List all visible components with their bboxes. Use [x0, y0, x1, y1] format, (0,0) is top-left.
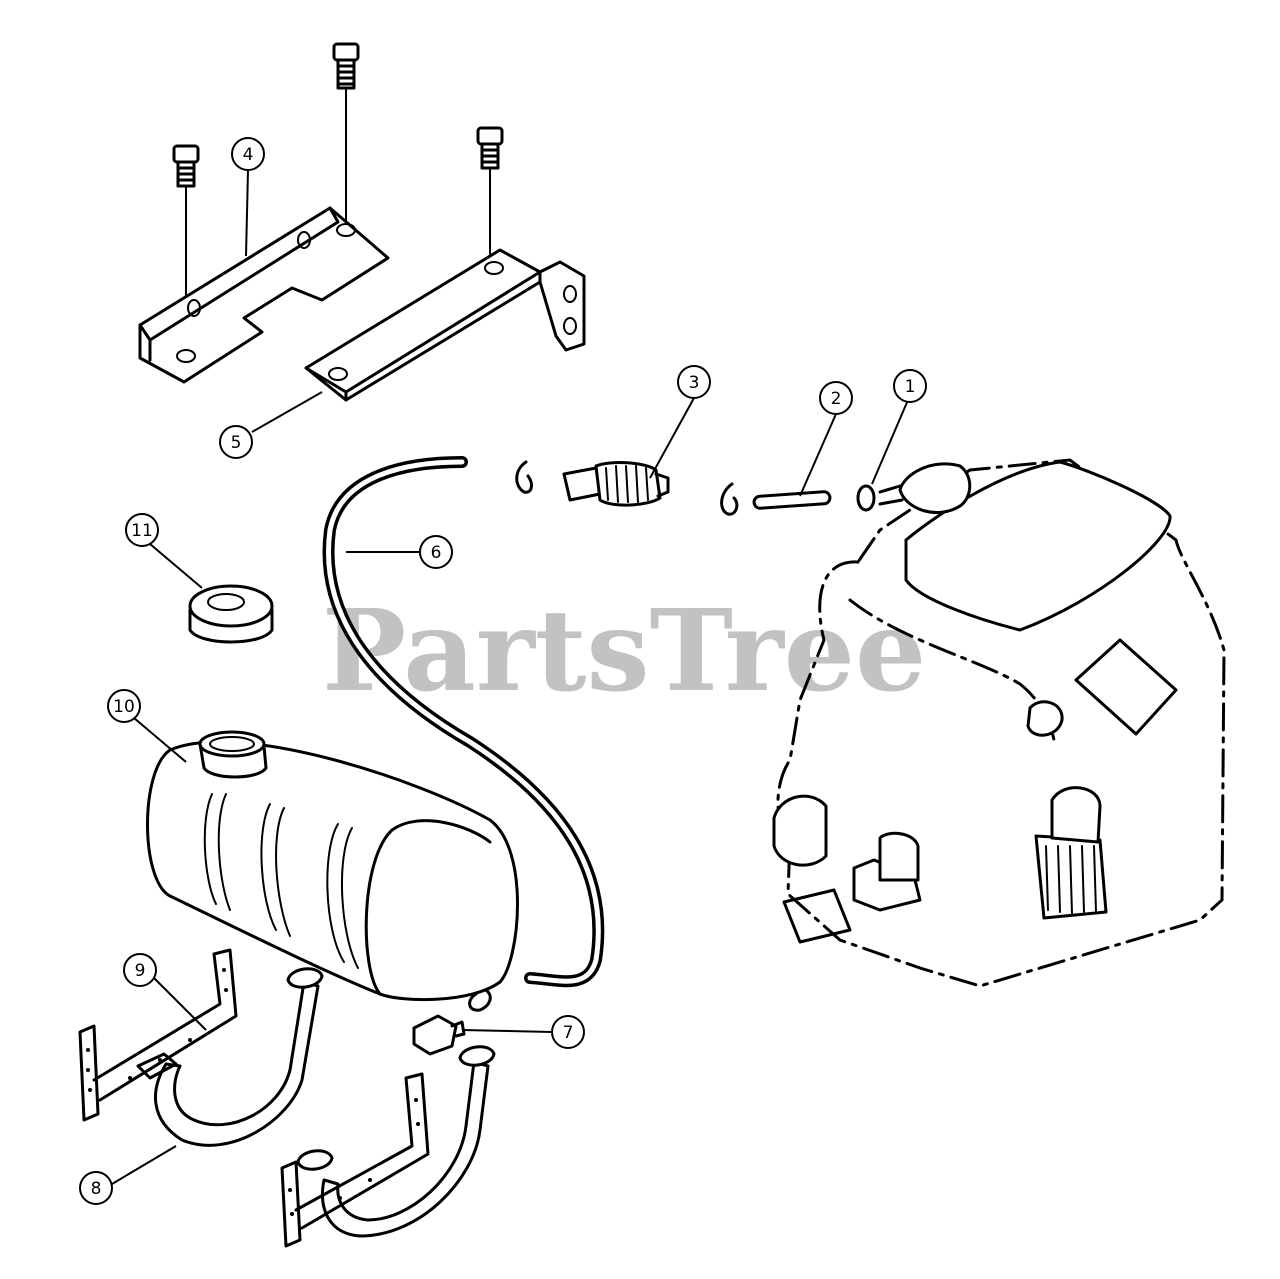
bolt-middle: [332, 42, 360, 229]
bracket-4: [138, 206, 390, 384]
svg-text:2: 2: [831, 389, 842, 409]
clip-small: [515, 460, 533, 494]
strap-8-left: [136, 967, 324, 1147]
callout-2: 2: [819, 381, 853, 415]
svg-text:11: 11: [131, 521, 153, 541]
callout-3: 3: [677, 365, 711, 399]
leader-1: [871, 399, 909, 485]
strap-8-right: [296, 1045, 496, 1238]
strap-9-right: [280, 1072, 430, 1248]
callout-1: 1: [893, 369, 927, 403]
callout-7: 7: [551, 1015, 585, 1049]
svg-text:4: 4: [243, 145, 254, 165]
cap-11: [188, 584, 274, 644]
bolt-right: [476, 126, 504, 269]
svg-text:5: 5: [231, 433, 242, 453]
leader-11: [149, 543, 203, 589]
leader-8: [111, 1145, 177, 1185]
watermark: PartsTree: [322, 586, 926, 717]
strap-9-left: [78, 948, 238, 1122]
callout-11: 11: [125, 513, 159, 547]
svg-text:8: 8: [91, 1179, 102, 1199]
callout-8: 8: [79, 1171, 113, 1205]
leader-2: [799, 413, 837, 497]
clamp-7: [412, 988, 492, 1056]
callout-6: 6: [419, 535, 453, 569]
leader-7: [461, 1029, 553, 1033]
leader-3: [649, 397, 695, 479]
clip-left-of-pin: [720, 482, 739, 516]
callout-9: 9: [123, 953, 157, 987]
leader-9: [153, 977, 207, 1031]
svg-text:6: 6: [431, 543, 442, 563]
fuel-filter-3: [562, 461, 670, 507]
callout-4: 4: [231, 137, 265, 171]
leader-4: [245, 169, 249, 257]
callout-5: 5: [219, 425, 253, 459]
svg-text:7: 7: [563, 1023, 574, 1043]
leader-10: [133, 717, 187, 763]
callout-10: 10: [107, 689, 141, 723]
svg-text:1: 1: [905, 377, 916, 397]
svg-text:10: 10: [113, 697, 135, 717]
fuel-tank-10: [146, 730, 519, 1002]
bracket-5: [304, 248, 586, 402]
leader-5: [251, 391, 323, 433]
ring-1: [856, 484, 876, 512]
engine: [772, 458, 1226, 988]
fuel-line-6: [322, 456, 605, 988]
svg-text:9: 9: [135, 961, 146, 981]
svg-text:3: 3: [689, 373, 700, 393]
pin-2: [752, 490, 832, 510]
